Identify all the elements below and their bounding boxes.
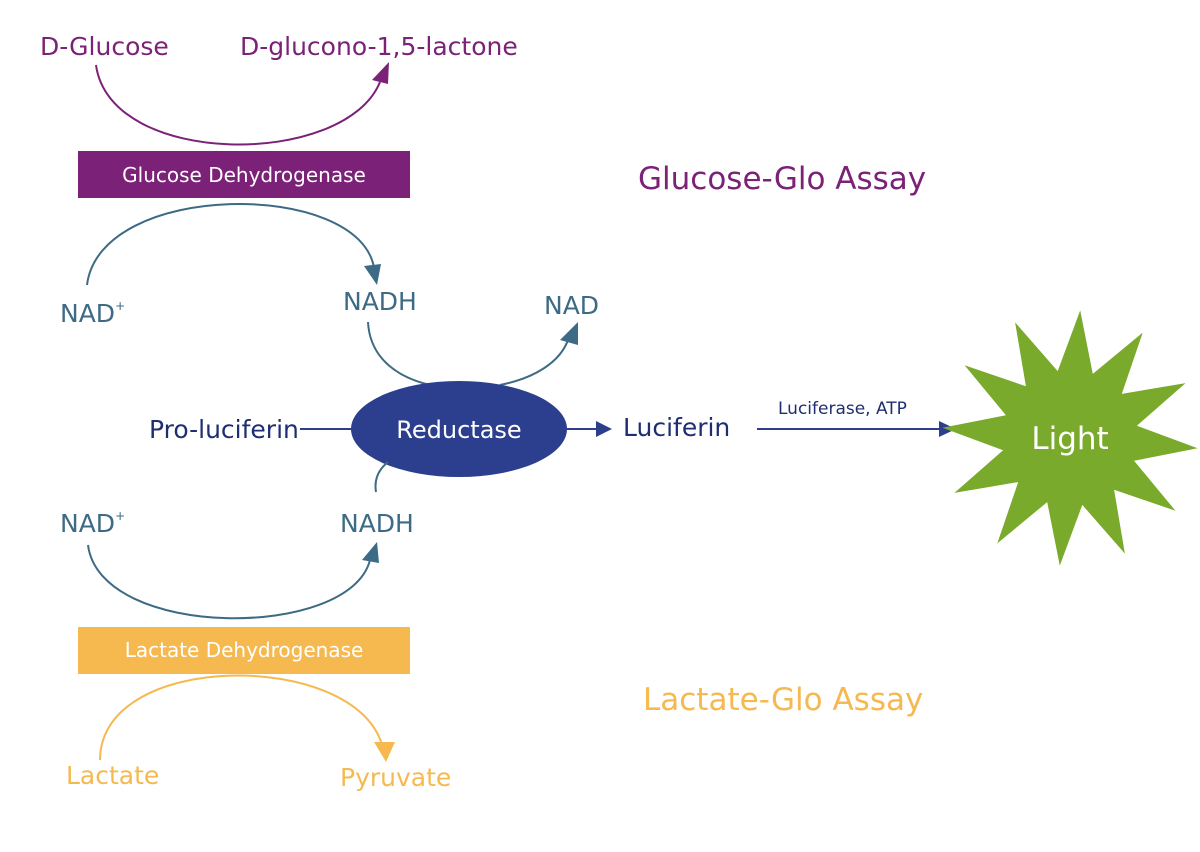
reductase-nad-arc [499, 339, 569, 386]
pro-luciferin-label: Pro-luciferin [149, 415, 299, 444]
lactate-nad-plus-label: NAD+ [60, 509, 125, 538]
lactate-reaction-arrowhead [374, 742, 395, 762]
lactate-dehydrogenase-box [78, 627, 410, 674]
luciferin-arrowhead [596, 421, 612, 437]
lactate-substrate-label: Lactate [66, 761, 159, 790]
light-burst-shape [942, 310, 1198, 566]
luciferin-label: Luciferin [623, 413, 730, 442]
glucose-dehydrogenase-label: Glucose Dehydrogenase [122, 163, 366, 187]
lactate-dehydrogenase-label: Lactate Dehydrogenase [125, 638, 364, 662]
lactate-nad-arc [87, 544, 371, 620]
glucose-assay-title: Glucose-Glo Assay [638, 161, 926, 197]
glucose-nadh-label: NADH [343, 287, 417, 316]
lactate-product-label: Pyruvate [340, 763, 451, 792]
reductase-nad-arrowhead [560, 322, 578, 345]
glucose-reaction-arrowhead [372, 62, 389, 84]
glucose-nad-plus-label: NAD+ [60, 299, 125, 328]
reductase-nadh-arc [367, 321, 431, 386]
lactate-nadh-label: NADH [340, 509, 414, 538]
reductase-nad-label: NAD [544, 291, 599, 320]
lactate-nadh-stub [374, 461, 389, 493]
glucose-dehydrogenase-box [78, 151, 410, 198]
glucose-nad-arrowhead [364, 264, 381, 285]
luciferase-atp-label: Luciferase, ATP [778, 399, 907, 419]
glucose-reaction-arc [95, 64, 381, 146]
glucose-substrate-label: D-Glucose [40, 32, 169, 61]
light-label: Light [1031, 421, 1108, 457]
glucose-nad-arc [86, 203, 375, 286]
reductase-label: Reductase [396, 416, 521, 444]
lactate-assay-title: Lactate-Glo Assay [643, 682, 923, 718]
reductase-ellipse [351, 381, 567, 477]
lactate-nad-arrowhead [362, 542, 379, 563]
lactate-reaction-arc [99, 674, 383, 761]
glucose-product-label: D-glucono-1,5-lactone [240, 32, 518, 61]
